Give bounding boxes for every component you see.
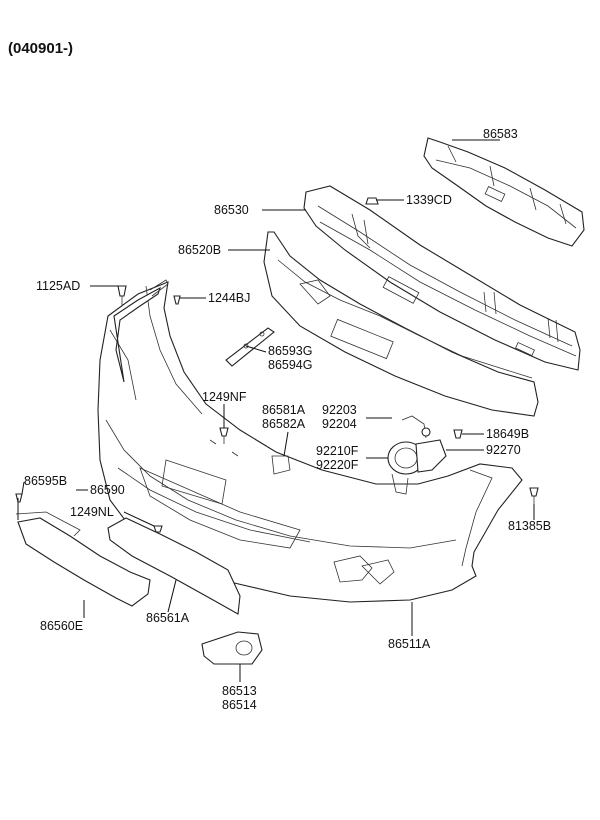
label-92204: 92204 — [322, 417, 357, 431]
label-92210F: 92210F — [316, 444, 359, 458]
label-86513: 86513 — [222, 684, 257, 698]
fog-lamp-assembly — [387, 415, 447, 495]
fog-lamp-cover-86513 — [201, 631, 263, 665]
label-1339CD: 1339CD — [406, 193, 452, 207]
effective-date-code: (040901-) — [8, 40, 73, 57]
label-86582A: 86582A — [262, 417, 306, 431]
label-86560E: 86560E — [40, 619, 83, 633]
label-86593G: 86593G — [268, 344, 312, 358]
label-86581A: 86581A — [262, 403, 306, 417]
label-92203: 92203 — [322, 403, 357, 417]
label-1249NF: 1249NF — [202, 390, 247, 404]
label-86595B: 86595B — [24, 474, 67, 488]
label-86514: 86514 — [222, 698, 257, 712]
side-bracket-strip — [113, 279, 169, 383]
label-1244BJ: 1244BJ — [208, 291, 250, 305]
part-number-labels: 86583 86530 1339CD 86520B 1125AD 1244BJ … — [24, 127, 551, 712]
label-86520B: 86520B — [178, 243, 221, 257]
label-92270: 92270 — [486, 443, 521, 457]
energy-absorber-86530 — [303, 185, 581, 371]
label-1249NL: 1249NL — [70, 505, 114, 519]
label-86590: 86590 — [90, 483, 125, 497]
label-1125AD: 1125AD — [36, 279, 80, 293]
label-86594G: 86594G — [268, 358, 312, 372]
bumper-reinforcement-86520B — [263, 231, 539, 417]
label-86583: 86583 — [483, 127, 518, 141]
label-18649B: 18649B — [486, 427, 529, 441]
label-92220F: 92220F — [316, 458, 359, 472]
label-86561A: 86561A — [146, 611, 190, 625]
label-86530: 86530 — [214, 203, 249, 217]
leader-lines — [17, 139, 535, 682]
fasteners — [15, 197, 539, 533]
upper-shield-86583 — [423, 137, 585, 247]
label-86511A: 86511A — [388, 637, 431, 651]
label-81385B: 81385B — [508, 519, 551, 533]
lower-grille-86560E — [15, 511, 151, 607]
mesh-grille-86561A — [107, 517, 241, 615]
